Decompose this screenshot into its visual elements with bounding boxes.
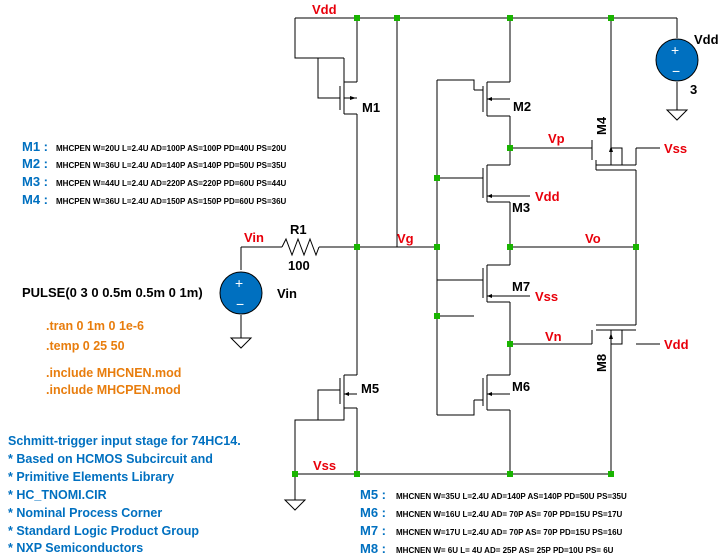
- model-params: MHCNEN W=35U L=2.4U AD=140P AS=140P PD=5…: [396, 492, 627, 501]
- svg-text:−: −: [236, 296, 244, 312]
- model-params: MHCPEN W=36U L=2.4U AD=150P AS=150P PD=6…: [56, 197, 287, 206]
- resistor-value: 100: [288, 258, 310, 273]
- spice-directive: .tran 0 1m 0 1e-6: [46, 319, 144, 333]
- transistor-m7: [474, 264, 530, 303]
- description-line: * NXP Semiconductors: [8, 541, 143, 555]
- vdd-source-label: Vdd: [694, 32, 719, 47]
- vin-source: + −: [219, 271, 263, 315]
- spice-include: .include MHCNEN.mod: [46, 366, 181, 380]
- model-name: M3 :: [22, 174, 48, 189]
- net-label-vg: Vg: [397, 231, 414, 246]
- model-name: M7 :: [360, 523, 386, 538]
- model-params: MHCNEN W=16U L=2.4U AD= 70P AS= 70P PD=1…: [396, 510, 623, 519]
- transistor-m8: [591, 324, 636, 350]
- model-name: M4 :: [22, 192, 48, 207]
- transistor-m1: [317, 58, 357, 115]
- model-name: M1 :: [22, 139, 48, 154]
- model-params: MHCNEN W= 6U L= 4U AD= 25P AS= 25P PD=10…: [396, 546, 614, 555]
- pulse-spec: PULSE(0 3 0 0.5m 0.5m 0 1m): [22, 285, 203, 300]
- ground-icon: [665, 109, 689, 121]
- net-label-vdd: Vdd: [535, 189, 560, 204]
- resistor-r1: [281, 237, 320, 257]
- description-title: Schmitt-trigger input stage for 74HC14.: [8, 434, 241, 448]
- vdd-source: + −: [655, 38, 699, 82]
- description-line: * Based on HCMOS Subcircuit and: [8, 452, 213, 466]
- component-label-m4: M4: [594, 116, 609, 135]
- net-label-vp: Vp: [548, 131, 565, 146]
- model-name: M2 :: [22, 156, 48, 171]
- model-name: M8 :: [360, 541, 386, 556]
- svg-text:+: +: [671, 42, 679, 58]
- net-label-vdd: Vdd: [664, 337, 689, 352]
- description-line: * Standard Logic Product Group: [8, 524, 199, 538]
- net-label-vo: Vo: [585, 231, 601, 246]
- net-label-vss: Vss: [535, 289, 558, 304]
- description-line: * HC_TNOMI.CIR: [8, 488, 107, 502]
- transistor-m2: [474, 81, 510, 117]
- net-label-vss: Vss: [313, 458, 336, 473]
- node-dots: [292, 15, 639, 477]
- net-label-vin: Vin: [244, 230, 264, 245]
- model-params: MHCNEN W=17U L=2.4U AD= 70P AS= 70P PD=1…: [396, 528, 623, 537]
- model-params: MHCPEN W=44U L=2.4U AD=220P AS=220P PD=6…: [56, 179, 287, 188]
- net-label-vn: Vn: [545, 329, 562, 344]
- model-params: MHCPEN W=36U L=2.4U AD=140P AS=140P PD=5…: [56, 161, 287, 170]
- model-params: MHCPEN W=20U L=2.4U AD=100P AS=100P PD=4…: [56, 144, 287, 153]
- ground-icon: [229, 337, 253, 349]
- component-label-m2: M2: [513, 99, 531, 114]
- transistor-m6: [474, 374, 510, 411]
- net-label-vdd: Vdd: [312, 2, 337, 17]
- component-label-m1: M1: [362, 100, 380, 115]
- vdd-source-value: 3: [690, 82, 697, 97]
- transistor-m4: [591, 140, 637, 171]
- spice-directive: .temp 0 25 50: [46, 339, 125, 353]
- component-label-r1: R1: [290, 222, 307, 237]
- net-label-vss: Vss: [664, 141, 687, 156]
- spice-include: .include MHCPEN.mod: [46, 383, 181, 397]
- transistor-m3: [474, 164, 530, 203]
- vin-source-label: Vin: [277, 286, 297, 301]
- description-line: * Nominal Process Corner: [8, 506, 162, 520]
- transistor-m5: [317, 374, 357, 420]
- svg-text:+: +: [235, 275, 243, 291]
- ground-icon: [283, 499, 307, 511]
- component-label-m7: M7: [512, 279, 530, 294]
- svg-text:−: −: [672, 63, 680, 79]
- component-label-m3: M3: [512, 200, 530, 215]
- description-line: * Primitive Elements Library: [8, 470, 174, 484]
- component-label-m8: M8: [594, 354, 609, 372]
- model-name: M6 :: [360, 505, 386, 520]
- component-label-m6: M6: [512, 379, 530, 394]
- model-name: M5 :: [360, 487, 386, 502]
- component-label-m5: M5: [361, 381, 379, 396]
